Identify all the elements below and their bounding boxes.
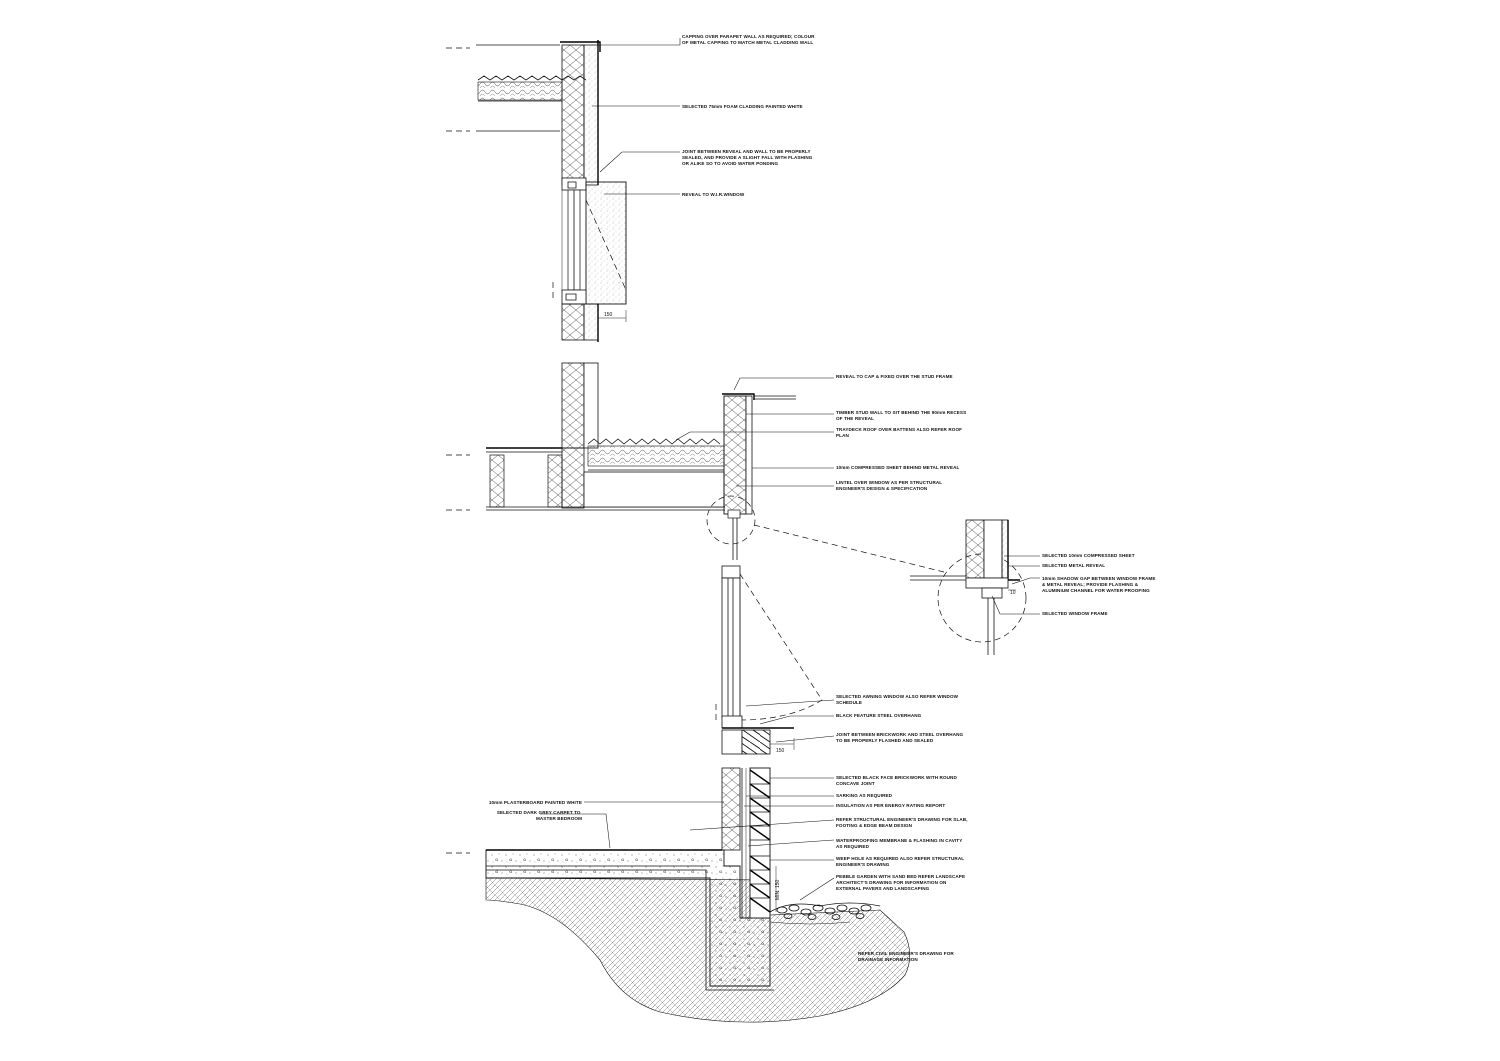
section-window: 150 SELECTED AWNING WINDOW ALSO REFER WI… — [715, 565, 965, 755]
note-reveal-joint: JOINT BETWEEN REVEAL AND WALL TO BE PROP… — [682, 149, 814, 166]
note-awning-window: SELECTED AWNING WINDOW ALSO REFER WINDOW… — [836, 694, 959, 705]
middle-notes: REVEAL TO CAP & FIXED OVER THE STUD FRAM… — [836, 374, 968, 491]
note-lintel: LINTEL OVER WINDOW AS PER STRUCTURAL ENG… — [836, 480, 944, 491]
detail-notes: SELECTED 10mm COMPRESSED SHEET SELECTED … — [1042, 553, 1157, 616]
footing-notes-right: SELECTED BLACK FACE BRICKWORK WITH ROUND… — [836, 775, 969, 962]
pebble-garden — [769, 902, 881, 925]
note-civil-drainage: REFER CIVIL ENGINEER'S DRAWING FOR DRAIN… — [858, 951, 955, 962]
note-traydeck: TRAYDECK ROOF OVER BATTENS ALSO REFER RO… — [836, 427, 963, 438]
top-notes: CAPPING OVER PARAPET WALL AS REQUIRED; C… — [682, 34, 816, 197]
detail-callout: 10 SELECTED 10mm COMPRESSED SHEET SELECT… — [910, 519, 1157, 655]
note-sarking: SARKING AS REQUIRED — [836, 793, 893, 798]
window-dimension: 150 — [776, 748, 785, 754]
brickwork — [749, 767, 771, 919]
note-foam-cladding: SELECTED 75mm FOAM CLADDING PAINTED WHIT… — [682, 104, 803, 109]
note-pebble-garden: PEBBLE GARDEN WITH SAND BED REFER LANDSC… — [836, 874, 967, 891]
note-face-brick: SELECTED BLACK FACE BRICKWORK WITH ROUND… — [836, 775, 958, 786]
note-timber-stud: TIMBER STUD WALL TO SIT BEHIND THE 90mm … — [836, 410, 968, 421]
footing-dimension: MIN. 150 — [775, 879, 781, 900]
note-insulation: INSULATION AS PER ENERGY RATING REPORT — [836, 803, 945, 808]
section-middle: REVEAL TO CAP & FIXED OVER THE STUD FRAM… — [446, 362, 968, 573]
note-plasterboard: 10mm PLASTERBOARD PAINTED WHITE — [489, 800, 582, 805]
note-brick-joint: JOINT BETWEEN BRICKWORK AND STEEL OVERHA… — [836, 732, 965, 743]
note-reveal-cap: REVEAL TO CAP & FIXED OVER THE STUD FRAM… — [836, 374, 953, 379]
note-detail-frame: SELECTED WINDOW FRAME — [1042, 611, 1108, 616]
note-capping: CAPPING OVER PARAPET WALL AS REQUIRED; C… — [682, 34, 816, 45]
window-notes: SELECTED AWNING WINDOW ALSO REFER WINDOW… — [836, 694, 965, 743]
note-reveal-wir: REVEAL TO W.I.R.WINDOW — [682, 192, 745, 197]
footing-notes-left: 10mm PLASTERBOARD PAINTED WHITE SELECTED… — [489, 800, 582, 821]
note-weep-hole: WEEP HOLE AS REQUIRED ALSO REFER STRUCTU… — [836, 856, 965, 867]
note-waterproofing: WATERPROOFING MEMBRANE & FLASHING IN CAV… — [836, 838, 964, 849]
note-compressed-sheet: 10mm COMPRESSED SHEET BEHIND METAL REVEA… — [836, 465, 959, 470]
note-structural-slab: REFER STRUCTURAL ENGINEER'S DRAWING FOR … — [836, 817, 969, 828]
section-top: 150 CAPPING OVER PARAPET WALL AS REQUIRE… — [446, 34, 816, 342]
note-detail-shadow-gap: 10mm SHADOW GAP BETWEEN WINDOW FRAME & M… — [1042, 576, 1157, 593]
note-detail-compressed: SELECTED 10mm COMPRESSED SHEET — [1042, 553, 1135, 558]
note-carpet: SELECTED DARK GREY CARPET TO MASTER BEDR… — [497, 810, 582, 821]
section-footing: MIN. 150 10mm PLASTERBOARD PAINTED WHITE… — [446, 767, 969, 1023]
top-dimension: 150 — [604, 312, 613, 318]
detail-dimension: 10 — [1010, 590, 1016, 596]
note-steel-overhang: BLACK FEATURE STEEL OVERHANG — [836, 713, 922, 718]
note-detail-reveal: SELECTED METAL REVEAL — [1042, 563, 1105, 568]
